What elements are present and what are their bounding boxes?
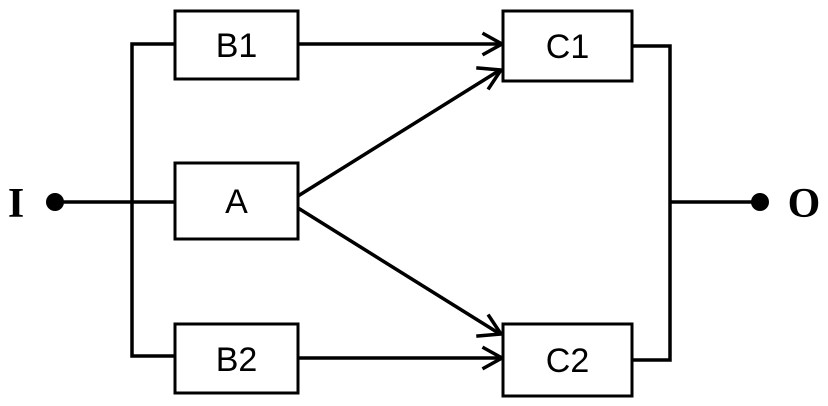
block-c1-label: C1: [546, 28, 589, 66]
block-b1-label: B1: [216, 27, 258, 65]
wire-input-bus: [130, 42, 175, 358]
block-a: A: [173, 161, 300, 241]
block-a-label: A: [225, 183, 248, 221]
output-terminal-dot: [751, 193, 769, 211]
arrow-a-to-c1: [297, 66, 505, 198]
input-terminal-label: I: [8, 181, 24, 227]
arrow-a-to-c2: [297, 206, 505, 338]
block-b1: B1: [173, 9, 300, 81]
block-c2-label: C2: [546, 342, 589, 380]
arrow-b1-to-c1: [298, 31, 506, 57]
output-terminal-label: O: [788, 181, 821, 227]
block-c2: C2: [501, 322, 634, 398]
wire-output-bus: [632, 44, 672, 362]
block-b2: B2: [173, 322, 300, 395]
arrow-b2-to-c2: [298, 345, 506, 371]
block-b2-label: B2: [216, 341, 258, 379]
block-c1: C1: [501, 9, 634, 83]
input-terminal-dot: [46, 193, 64, 211]
